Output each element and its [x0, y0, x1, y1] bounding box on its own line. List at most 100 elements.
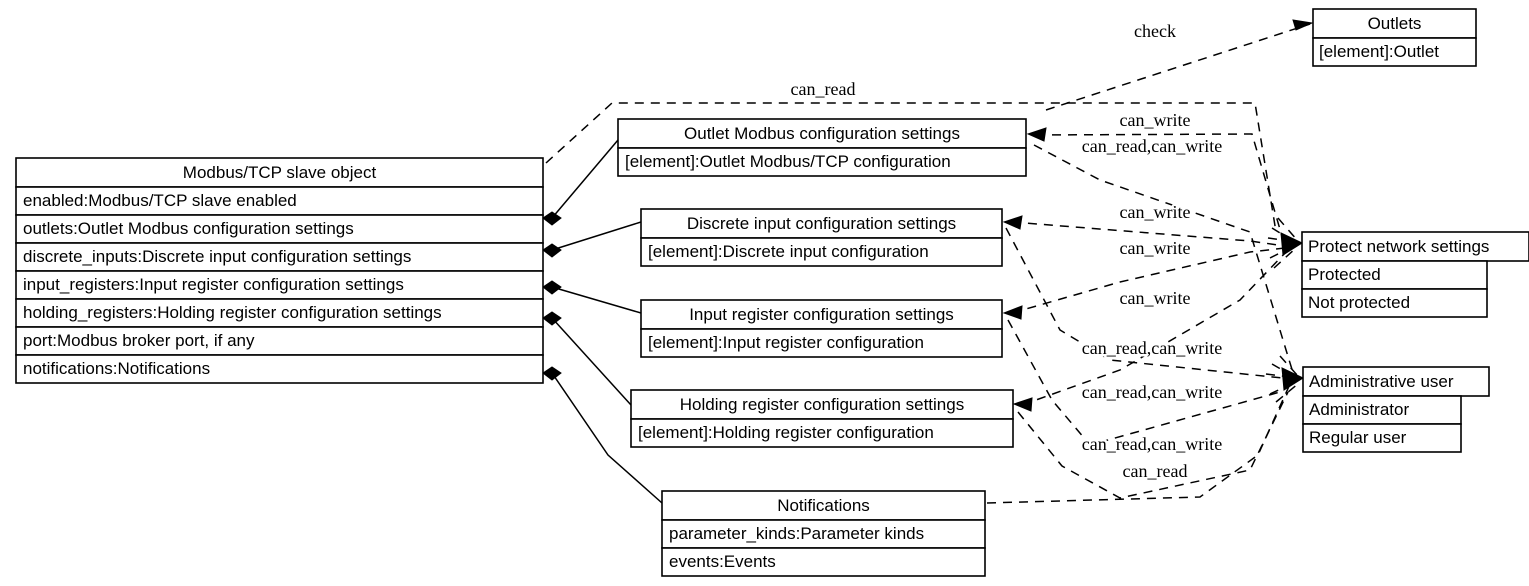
class-row-rect-2	[15, 242, 544, 272]
diamond-notifications	[542, 366, 562, 381]
class-title-outlet-modbus-config: Outlet Modbus configuration settings	[684, 124, 960, 143]
edge-input-admin-rw	[1007, 319, 1281, 446]
arrowhead-outlets	[1292, 19, 1314, 31]
arrowhead-input-1	[1002, 305, 1023, 320]
class-row-rect-protect-0	[1301, 260, 1488, 290]
edge-label-can-read-write-1: can_read,can_write	[1082, 136, 1222, 156]
class-box-notifications-title-rect	[661, 490, 986, 521]
edge-comp-notifications	[551, 372, 663, 504]
edge-label-can-read-bottom: can_read	[1123, 461, 1188, 481]
class-row-administrative-user-1: Regular user	[1309, 428, 1407, 447]
edge-slave-to-outlets	[1045, 23, 1311, 111]
class-row-modbus-slave-6: notifications:Notifications	[23, 359, 210, 378]
arrowhead-outletcfg-1	[1026, 127, 1047, 142]
class-row-modbus-slave-1: outlets:Outlet Modbus configuration sett…	[23, 219, 354, 238]
class-row-notifications-1: events:Events	[669, 552, 776, 571]
class-box-outlets[interactable]: Outlets [element]:Outlet	[1312, 8, 1477, 67]
class-box-administrative-user[interactable]: Administrative user Administrator Regula…	[1302, 366, 1490, 453]
class-row-holding-register-config-0: [element]:Holding register configuration	[638, 423, 934, 442]
edge-input-protect-write	[1011, 247, 1286, 314]
class-row-protect-network-settings-1: Not protected	[1308, 293, 1410, 312]
class-row-rect-notif-0	[661, 519, 986, 549]
class-row-modbus-slave-4: holding_registers:Holding register confi…	[23, 303, 442, 322]
class-row-modbus-slave-3: input_registers:Input register configura…	[23, 275, 404, 294]
edge-comp-input	[551, 286, 642, 314]
class-row-rect-protect-1	[1301, 288, 1488, 318]
edge-notifications-admin	[986, 383, 1291, 504]
class-box-input-register-config[interactable]: Input register configuration settings [e…	[640, 299, 1003, 358]
diamond-input	[542, 280, 562, 295]
class-row-rect-input-0	[640, 328, 1003, 358]
class-title-protect-network-settings: Protect network settings	[1308, 237, 1489, 256]
edge-comp-outlets	[551, 139, 619, 219]
edge-label-can-read-top: can_read	[791, 79, 856, 99]
class-box-protect-network-settings-title-rect	[1301, 231, 1529, 262]
class-row-rect-0	[15, 186, 544, 216]
class-row-rect-admin-1	[1302, 423, 1462, 453]
class-row-rect-notif-1	[661, 547, 986, 577]
edge-label-can-write-3: can_write	[1120, 238, 1191, 258]
class-box-discrete-input-config[interactable]: Discrete input configuration settings [e…	[640, 208, 1003, 267]
class-row-rect-outlet-0	[617, 147, 1027, 177]
class-box-outlet-modbus-config-title-rect	[617, 118, 1027, 149]
class-title-modbus-slave: Modbus/TCP slave object	[183, 163, 377, 182]
class-row-modbus-slave-5: port:Modbus broker port, if any	[23, 331, 255, 350]
class-row-rect-6	[15, 354, 544, 384]
class-row-rect-1	[15, 214, 544, 244]
class-title-input-register-config: Input register configuration settings	[689, 305, 954, 324]
edge-label-can-write-4: can_write	[1120, 288, 1191, 308]
arrow-convergence-protect	[1267, 217, 1298, 269]
edge-comp-discrete	[551, 221, 642, 251]
edge-discrete-protect-write	[1011, 221, 1286, 247]
edge-holding-admin-rw	[1017, 391, 1289, 499]
edge-label-can-write-1: can_write	[1120, 110, 1191, 130]
edge-label-can-read-write-3: can_read,can_write	[1082, 382, 1222, 402]
class-row-modbus-slave-0: enabled:Modbus/TCP slave enabled	[23, 191, 297, 210]
composition-edges	[542, 139, 663, 504]
class-box-administrative-user-title-rect	[1302, 366, 1490, 397]
class-row-rect-4	[15, 298, 544, 328]
class-row-outlets-0: [element]:Outlet	[1319, 42, 1439, 61]
arrowhead-discrete-1	[1002, 215, 1023, 230]
class-row-notifications-0: parameter_kinds:Parameter kinds	[669, 524, 924, 543]
class-box-protect-network-settings[interactable]: Protect network settings Protected Not p…	[1301, 231, 1529, 318]
class-box-notifications[interactable]: Notifications parameter_kinds:Parameter …	[661, 490, 986, 577]
edge-label-check: check	[1134, 21, 1176, 41]
class-row-protect-network-settings-0: Protected	[1308, 265, 1381, 284]
diamond-holding	[542, 311, 562, 326]
edge-comp-holding	[551, 317, 632, 406]
class-row-rect-discrete-0	[640, 237, 1003, 267]
class-row-input-register-config-0: [element]:Input register configuration	[648, 333, 924, 352]
dependency-edges	[545, 19, 1314, 504]
class-title-discrete-input-config: Discrete input configuration settings	[687, 214, 956, 233]
class-row-rect-holding-0	[630, 418, 1014, 448]
class-box-discrete-input-config-title-rect	[640, 208, 1003, 239]
class-title-outlets: Outlets	[1368, 14, 1422, 33]
class-box-outlets-title-rect	[1312, 8, 1477, 39]
class-title-notifications: Notifications	[777, 496, 870, 515]
class-box-modbus-slave[interactable]: Modbus/TCP slave object enabled:Modbus/T…	[15, 157, 544, 384]
class-box-outlet-modbus-config[interactable]: Outlet Modbus configuration settings [el…	[617, 118, 1027, 177]
class-title-holding-register-config: Holding register configuration settings	[680, 395, 964, 414]
class-row-discrete-input-config-0: [element]:Discrete input configuration	[648, 242, 929, 261]
diamond-discrete	[542, 243, 562, 258]
class-box-input-register-config-title-rect	[640, 299, 1003, 330]
class-row-rect-3	[15, 270, 544, 300]
edge-labels: check can_read can_write can_read,can_wr…	[788, 19, 1225, 484]
edge-outletcfg-protect-write	[1035, 133, 1285, 244]
arrow-convergence-admin	[1265, 355, 1300, 403]
edge-holding-protect-write	[1021, 251, 1287, 406]
class-title-administrative-user: Administrative user	[1309, 372, 1454, 391]
edge-discrete-admin-rw	[1005, 227, 1293, 380]
class-row-rect-outlets-0	[1312, 37, 1477, 67]
class-box-holding-register-config[interactable]: Holding register configuration settings …	[630, 389, 1014, 448]
class-row-outlet-modbus-config-0: [element]:Outlet Modbus/TCP configuratio…	[625, 152, 951, 171]
class-row-administrative-user-0: Administrator	[1309, 400, 1409, 419]
diamond-outlets	[542, 211, 562, 226]
edge-label-can-read-write-2: can_read,can_write	[1082, 338, 1222, 358]
class-box-holding-register-config-title-rect	[630, 389, 1014, 420]
edge-outletcfg-admin-rw	[1033, 144, 1295, 377]
arrowhead-holding-1	[1012, 397, 1033, 412]
